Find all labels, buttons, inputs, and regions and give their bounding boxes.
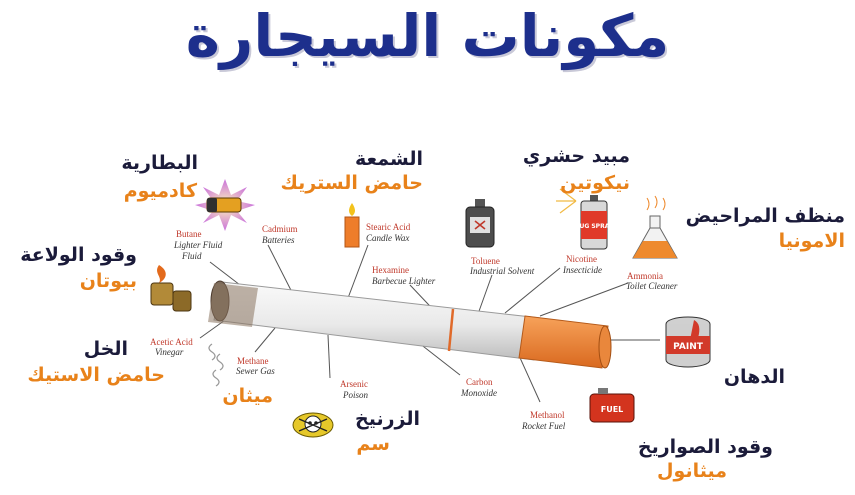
leader-toluene xyxy=(477,274,493,315)
cigarette-paper xyxy=(213,281,541,361)
label-arsenic-name: الزرنيخ xyxy=(355,408,420,430)
leader-ammonia xyxy=(539,282,629,317)
paint-can-label: PAINT xyxy=(673,342,704,352)
sewer-gas-icon xyxy=(208,343,224,387)
leader-butane xyxy=(209,261,241,286)
cigarette-band xyxy=(447,308,455,352)
label-insecticide-name: مبيد حشري xyxy=(522,145,630,167)
en-arsenic-name: Arsenic xyxy=(340,379,368,389)
en-methane-use: Sewer Gas xyxy=(236,366,275,376)
en-acetic-name: Acetic Acid xyxy=(150,337,193,347)
en-carbon-use: Monoxide xyxy=(461,388,497,398)
label-arsenic-component: سم xyxy=(356,433,390,455)
en-ammonia-use: Toilet Cleaner xyxy=(626,281,678,291)
label-rocket-component: ميثانول xyxy=(657,460,727,482)
cigarette xyxy=(208,280,612,369)
en-nicotine-name: Nicotine xyxy=(566,254,597,264)
en-methane-name: Methane xyxy=(237,356,269,366)
en-toluene-name: Toluene xyxy=(471,256,500,266)
label-insecticide-component: نيكوتين xyxy=(560,172,630,194)
bug-spray-icon: BUG SPRAY xyxy=(556,188,614,250)
label-paint-name: الدهان xyxy=(723,366,785,388)
label-vinegar-component: حامض الاستيك xyxy=(27,364,165,386)
en-fluid-note: Fluid xyxy=(182,251,202,261)
label-lighter-component: بيوتان xyxy=(79,270,137,292)
en-methanol-use: Rocket Fuel xyxy=(522,421,566,431)
fuel-can-label: FUEL xyxy=(601,405,624,414)
en-hexamine-use: Barbecue Lighter xyxy=(372,276,436,286)
bug-spray-label: BUG SPRAY xyxy=(575,223,614,230)
leader-nicotine xyxy=(504,267,561,314)
cigarette-filter xyxy=(518,315,609,369)
label-vinegar-name: الخل xyxy=(83,338,128,360)
en-arsenic-use: Poison xyxy=(343,390,369,400)
label-lighter-name: وقود الولاعة xyxy=(20,244,137,266)
label-battery-component: كادميوم xyxy=(123,180,197,202)
label-battery-name: البطارية xyxy=(121,152,198,174)
label-candle-name: الشمعة xyxy=(355,148,423,170)
leader-lines xyxy=(199,244,660,403)
en-butane-use: Lighter Fluid xyxy=(174,240,223,250)
label-rocket-name: وقود الصواريخ xyxy=(637,436,773,458)
leader-arsenic xyxy=(327,334,331,379)
en-carbon-name: Carbon xyxy=(466,377,493,387)
leader-stearic xyxy=(344,244,369,307)
en-methanol-name: Methanol xyxy=(530,410,565,420)
en-nicotine-use: Insecticide xyxy=(563,265,602,275)
candle-icon xyxy=(344,203,360,248)
en-butane-name: Butane xyxy=(176,229,202,239)
label-cleaner-component: الامونيا xyxy=(778,230,845,252)
fuel-can-icon: FUEL xyxy=(589,388,635,423)
label-cleaner-name: منظف المراحيض xyxy=(685,205,845,227)
solvent-bottle-icon xyxy=(465,199,495,248)
battery-icon xyxy=(195,179,255,231)
en-acetic-use: Vinegar xyxy=(155,347,184,357)
label-methane-component: ميثان xyxy=(222,385,273,407)
label-candle-component: حامض الستريك xyxy=(280,172,423,194)
en-toluene-use: Industrial Solvent xyxy=(470,266,535,276)
en-cadmium-name: Cadmium xyxy=(262,224,298,234)
en-stearic-use: Candle Wax xyxy=(366,233,410,243)
page-title: مكونات السيجارة xyxy=(185,2,670,70)
lighter-icon xyxy=(150,265,192,312)
en-cadmium-use: Batteries xyxy=(262,235,295,245)
poison-skull-icon xyxy=(292,412,334,438)
cigarette-tip xyxy=(598,325,612,369)
ammonia-flask-icon xyxy=(632,195,678,259)
paint-can-icon: PAINT xyxy=(665,316,711,368)
cigarette-tobacco xyxy=(208,283,258,327)
leader-methane xyxy=(254,327,276,353)
en-hexamine-name: Hexamine xyxy=(372,265,409,275)
en-stearic-name: Stearic Acid xyxy=(366,222,411,232)
en-ammonia-name: Ammonia xyxy=(627,271,663,281)
